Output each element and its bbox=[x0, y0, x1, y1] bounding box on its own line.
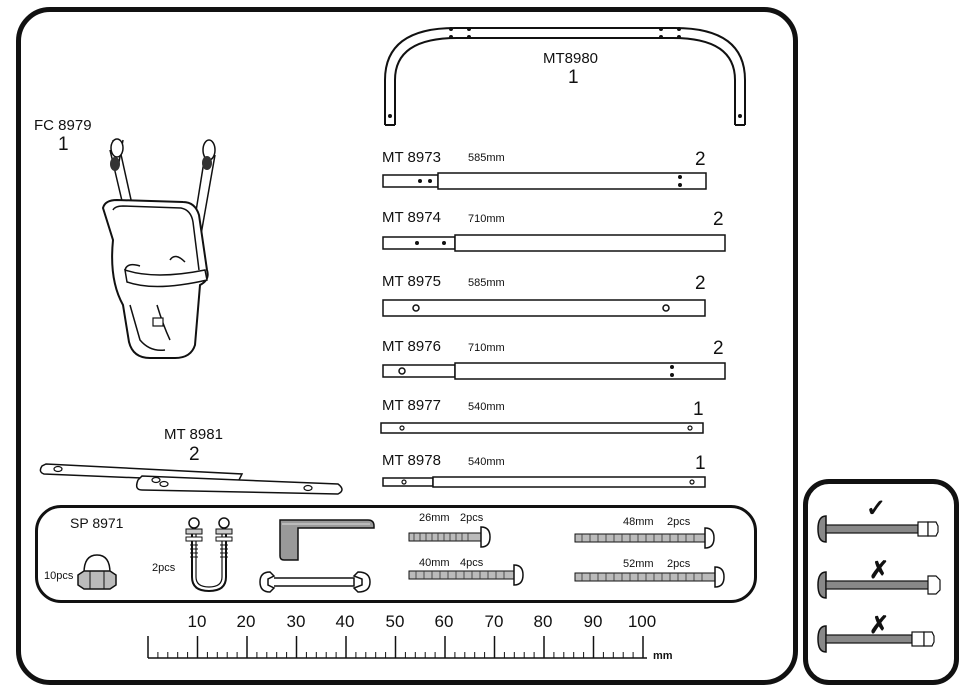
bolt-length: 40mm bbox=[419, 557, 450, 569]
tube-code: MT 8974 bbox=[382, 209, 441, 226]
cap-nut-count: 10pcs bbox=[44, 570, 74, 582]
tube-length: 540mm bbox=[468, 456, 505, 468]
bolt-count: 4pcs bbox=[460, 557, 484, 569]
tube-mt8978-drawing bbox=[382, 476, 706, 488]
tube-code: MT 8975 bbox=[382, 273, 441, 290]
tube-mt8973-drawing bbox=[382, 172, 707, 190]
ruler-label: 20 bbox=[236, 612, 256, 631]
bolt-count: 2pcs bbox=[460, 512, 484, 524]
bolt-count: 2pcs bbox=[667, 516, 691, 528]
swing-bar-drawing bbox=[39, 463, 343, 495]
tube-length: 585mm bbox=[468, 152, 505, 164]
swing-arch-qty: 1 bbox=[568, 67, 579, 88]
seat-qty: 1 bbox=[58, 134, 69, 155]
bolt-40mm-icon bbox=[408, 564, 524, 586]
swing-arch-code: MT8980 bbox=[543, 50, 599, 67]
wrong-cross-mark: ✗ bbox=[869, 557, 890, 584]
tube-code: MT 8973 bbox=[382, 149, 441, 166]
ruler-label: 10 bbox=[187, 612, 207, 631]
tube-length: 710mm bbox=[468, 342, 505, 354]
ruler-label: 70 bbox=[484, 612, 504, 631]
tube-code: MT 8978 bbox=[382, 452, 441, 469]
bolt-length: 52mm bbox=[623, 558, 654, 570]
tube-mt8977-drawing bbox=[380, 422, 704, 434]
tube-qty: 2 bbox=[695, 273, 706, 294]
tube-code: MT 8976 bbox=[382, 338, 441, 355]
baby-seat-icon bbox=[101, 138, 216, 359]
swing-arch-drawing bbox=[384, 27, 746, 126]
bolt-length: 26mm bbox=[419, 512, 450, 524]
ruler-label: 30 bbox=[286, 612, 306, 631]
seat-code: FC 8979 bbox=[34, 117, 92, 134]
tube-mt8974-drawing bbox=[382, 234, 726, 252]
bolt-48mm-icon bbox=[574, 527, 715, 549]
correct-check-mark: ✓ bbox=[866, 495, 887, 522]
ruler-label: 60 bbox=[434, 612, 454, 631]
ruler-scale bbox=[147, 636, 647, 659]
ruler-label: 40 bbox=[335, 612, 355, 631]
tube-qty: 2 bbox=[713, 209, 724, 230]
tube-mt8975-drawing bbox=[382, 299, 706, 317]
tube-length: 585mm bbox=[468, 277, 505, 289]
hardware-kit-code: SP 8971 bbox=[70, 515, 124, 531]
wrong-cross-mark: ✗ bbox=[869, 612, 890, 639]
allen-key-icon bbox=[279, 519, 375, 561]
u-bolt-icon bbox=[185, 517, 233, 593]
bolt-correct-fit-icon bbox=[817, 515, 939, 543]
tube-qty: 1 bbox=[695, 453, 706, 474]
tube-qty: 2 bbox=[713, 338, 724, 359]
bolt-too-long-icon bbox=[817, 571, 941, 599]
ruler-label: 100 bbox=[627, 612, 657, 631]
cap-nut-icon bbox=[77, 554, 117, 590]
ruler-label: 50 bbox=[385, 612, 405, 631]
ruler-label: 90 bbox=[583, 612, 603, 631]
tube-mt8976-drawing bbox=[382, 362, 726, 380]
swing-bar-code: MT 8981 bbox=[164, 426, 223, 443]
tube-length: 710mm bbox=[468, 213, 505, 225]
bolt-too-short-icon bbox=[817, 625, 935, 653]
ruler-label: 80 bbox=[533, 612, 553, 631]
bolt-count: 2pcs bbox=[667, 558, 691, 570]
bolt-52mm-icon bbox=[574, 566, 725, 588]
u-bolt-count: 2pcs bbox=[152, 562, 176, 574]
swing-bar-qty: 2 bbox=[189, 444, 200, 465]
hardware-panel bbox=[35, 505, 757, 603]
bolt-26mm-icon bbox=[408, 526, 491, 548]
tube-qty: 1 bbox=[693, 399, 704, 420]
tube-qty: 2 bbox=[695, 149, 706, 170]
bolt-length: 48mm bbox=[623, 516, 654, 528]
wrench-icon bbox=[259, 571, 371, 593]
tube-length: 540mm bbox=[468, 401, 505, 413]
ruler-unit: mm bbox=[653, 650, 673, 662]
tube-code: MT 8977 bbox=[382, 397, 441, 414]
